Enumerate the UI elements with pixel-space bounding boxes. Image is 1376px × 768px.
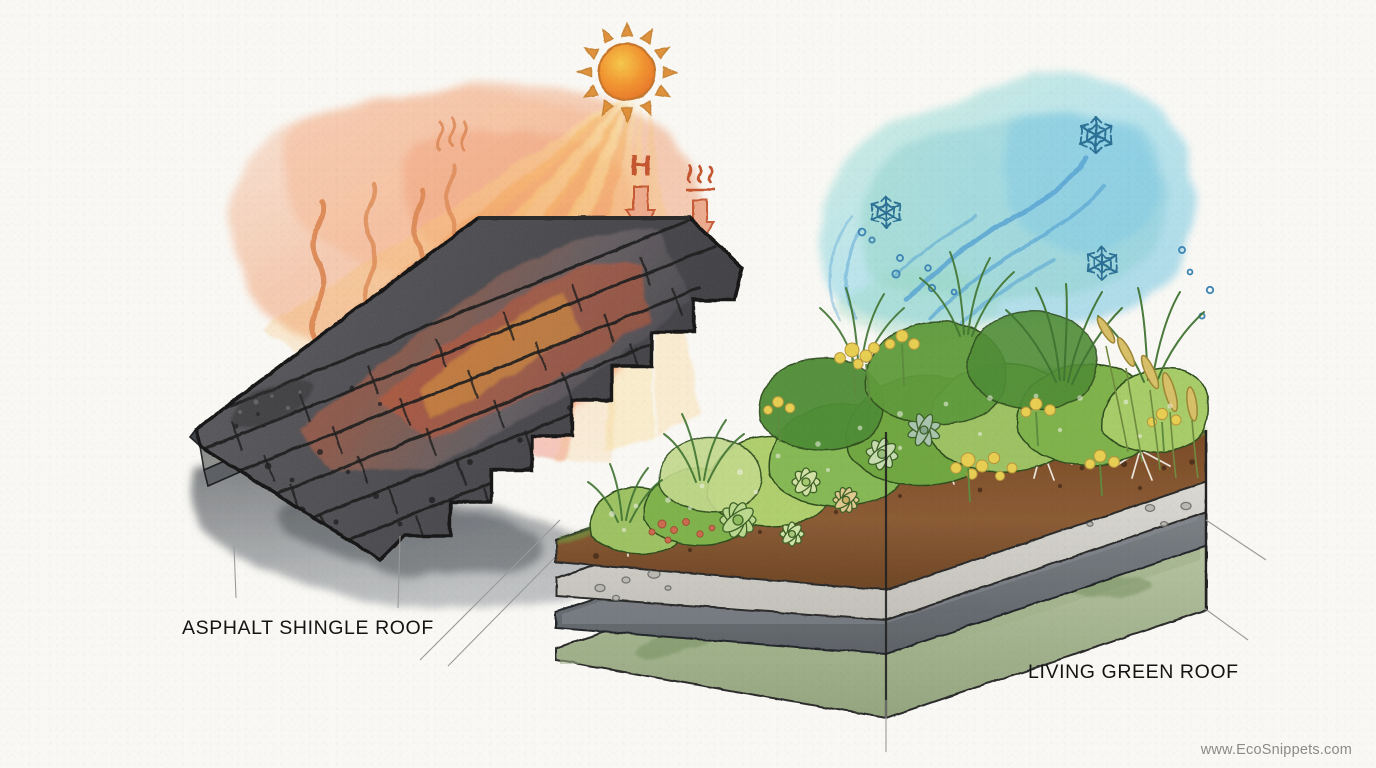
asphalt-roof-label: ASPHALT SHINGLE ROOF: [182, 617, 434, 639]
green-roof-label: LIVING GREEN ROOF: [1028, 661, 1239, 683]
watermark-text: www.EcoSnippets.com: [1200, 742, 1352, 758]
